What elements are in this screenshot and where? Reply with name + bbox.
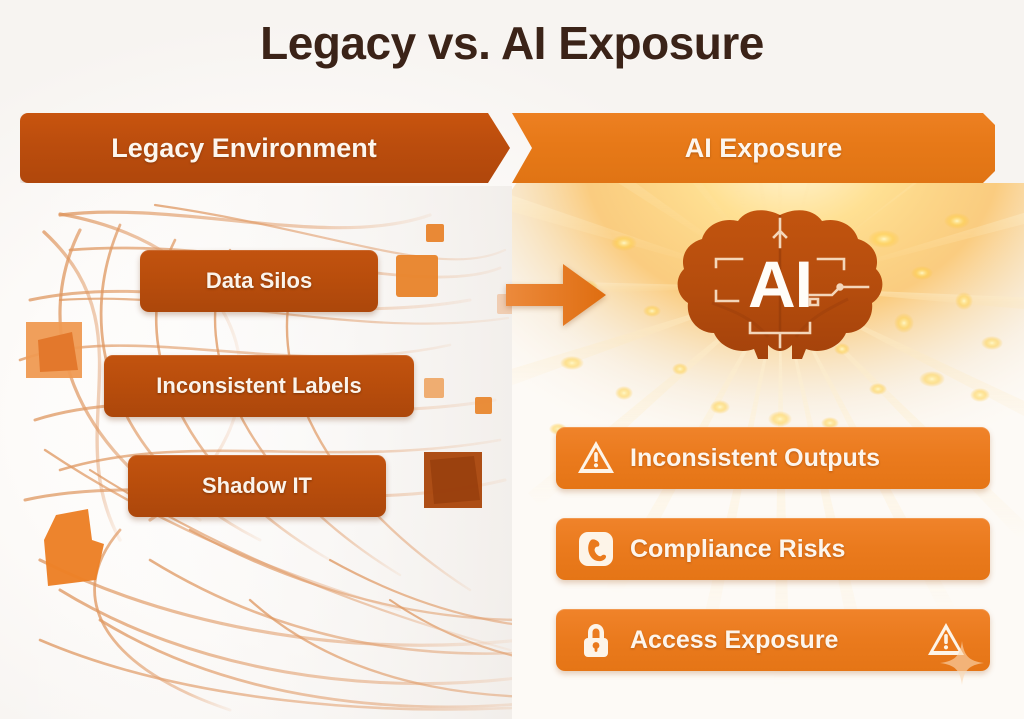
shield-phone-icon xyxy=(576,529,616,569)
ai-item-compliance-risks[interactable]: Compliance Risks xyxy=(556,518,990,580)
sparkle-icon xyxy=(940,641,984,685)
ai-item-label: Compliance Risks xyxy=(630,534,846,563)
glow-particles xyxy=(549,213,1003,441)
legacy-item-label: Inconsistent Labels xyxy=(156,373,362,398)
ai-brain-label: AI xyxy=(748,247,812,321)
banner-ai-exposure-label: AI Exposure xyxy=(684,132,843,163)
legacy-item-label: Data Silos xyxy=(205,268,313,293)
warning-triangle-icon xyxy=(928,623,964,655)
banner-legacy-environment[interactable]: Legacy Environment xyxy=(20,113,510,183)
padlock-icon xyxy=(576,620,616,660)
legacy-item-data-silos[interactable]: Data Silos xyxy=(140,250,378,312)
ai-item-label: Inconsistent Outputs xyxy=(630,443,880,472)
legacy-item-label: Shadow IT xyxy=(202,473,312,498)
ai-item-access-exposure[interactable]: Access Exposure xyxy=(556,609,990,685)
ai-brain-icon: AI xyxy=(677,210,883,359)
right-arrow-icon xyxy=(506,264,606,326)
legacy-item-inconsistent-labels[interactable]: Inconsistent Labels xyxy=(104,355,414,417)
banner-ai-exposure[interactable]: AI Exposure xyxy=(512,113,995,183)
warning-triangle-icon xyxy=(576,438,616,478)
banner-legacy-environment-label: Legacy Environment xyxy=(111,132,377,163)
page-title: Legacy vs. AI Exposure xyxy=(260,17,764,69)
legacy-item-shadow-it[interactable]: Shadow IT xyxy=(128,455,386,517)
ai-item-inconsistent-outputs[interactable]: Inconsistent Outputs xyxy=(556,427,990,489)
